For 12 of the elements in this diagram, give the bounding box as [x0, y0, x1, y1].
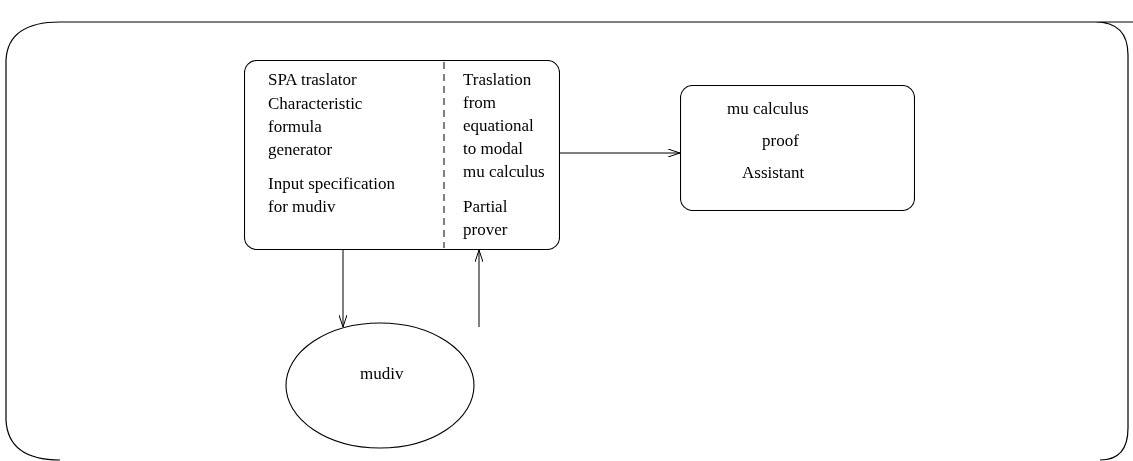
node-label: proof [762, 130, 799, 152]
arrow [559, 148, 681, 158]
node-label: Assistant [742, 162, 805, 184]
component-label: to modal mu calculus [463, 138, 545, 183]
component-label: Input specification for mudiv [268, 173, 395, 218]
node-label: mudiv [360, 363, 404, 385]
component-label: Partial prover [463, 196, 508, 241]
arrow [474, 249, 484, 328]
node-label: mu calculus [727, 98, 809, 120]
arrow [338, 249, 348, 328]
component-label: Characteristic formula generator [268, 93, 363, 161]
component-label: SPA traslator [268, 69, 357, 91]
